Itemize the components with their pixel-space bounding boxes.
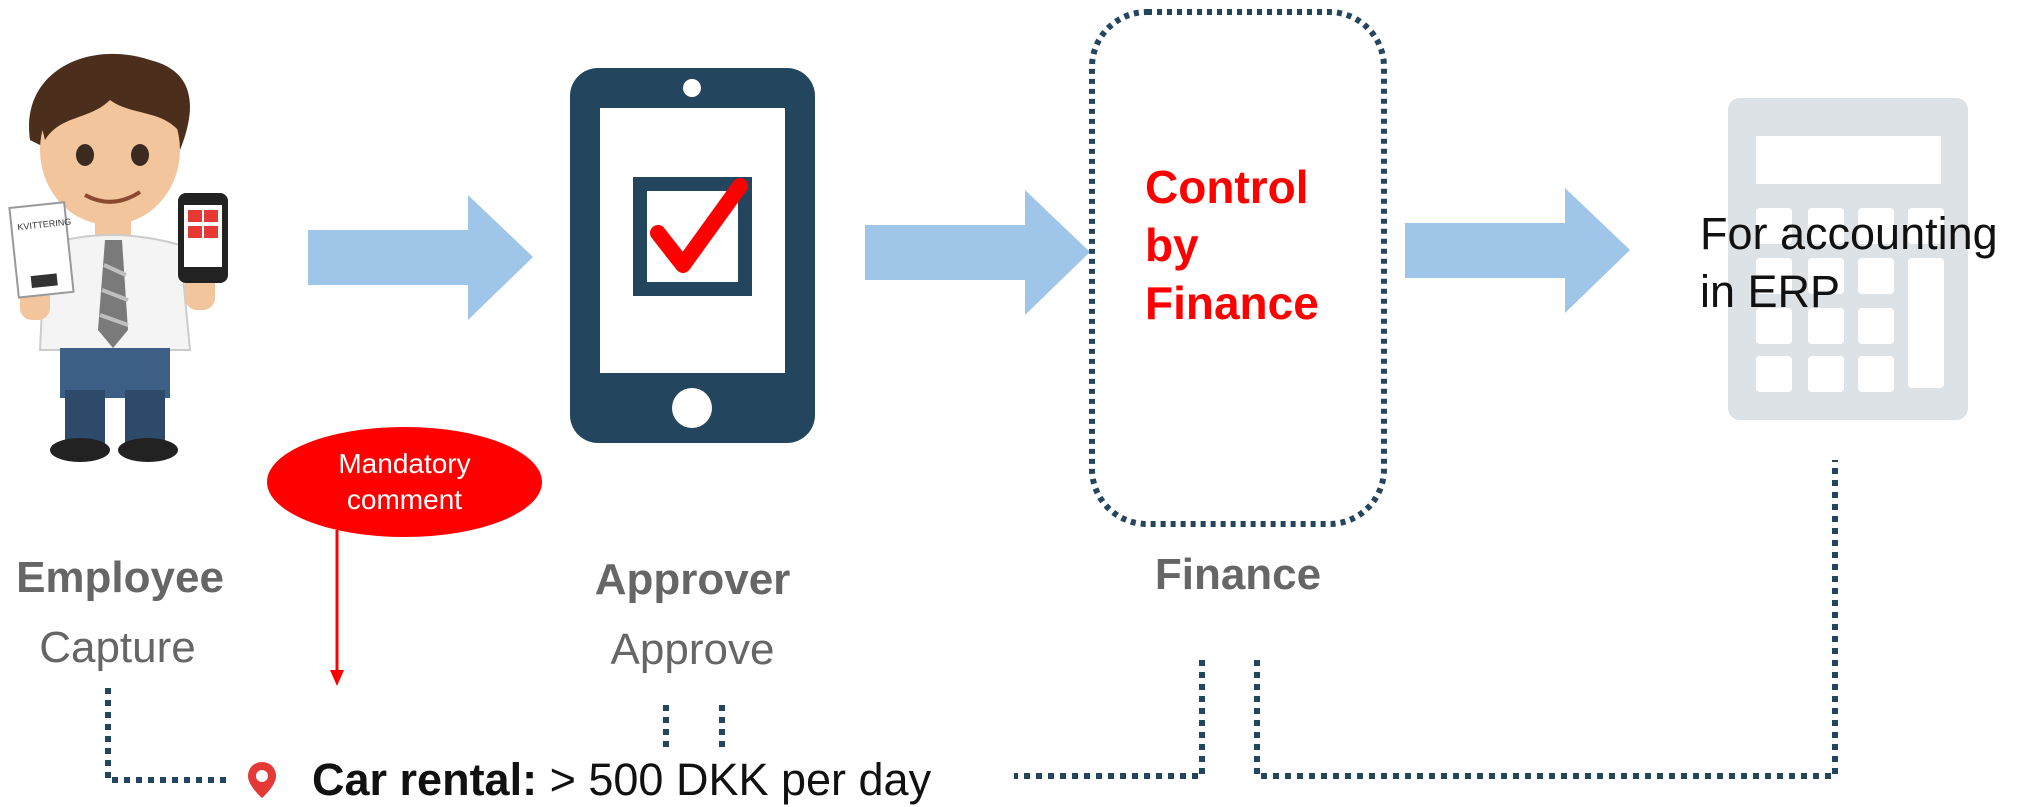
map-pin-icon (248, 762, 276, 798)
car-rental-rule: Car rental: > 500 DKK per day (248, 754, 932, 805)
employee-pants (60, 348, 170, 398)
flow-arrow-2 (865, 190, 1090, 315)
car-rental-value: > 500 DKK per day (537, 754, 932, 805)
employee-subtitle: Capture (39, 623, 196, 672)
approver-subtitle: Approve (610, 625, 775, 674)
employee-title: Employee (16, 553, 224, 602)
checkmark-icon (650, 178, 748, 273)
calculator-icon (1728, 98, 1968, 420)
receipt-icon (8, 201, 75, 299)
finance-control-text: Control by Finance (1145, 161, 1319, 329)
approver-phone-icon (570, 68, 815, 443)
flow-arrow-3 (1405, 188, 1630, 313)
finance-title: Finance (1154, 550, 1322, 599)
employee-illustration: KVITTERING (8, 53, 228, 462)
flow-arrow-1 (308, 195, 533, 320)
finance-control-box (1089, 9, 1387, 527)
car-rental-label: Car rental: (312, 754, 538, 805)
callout-arrow (330, 530, 344, 686)
erp-text: For accounting in ERP (1700, 208, 1998, 317)
approver-title: Approver (594, 555, 791, 604)
mandatory-comment-bubble: Mandatory comment (267, 427, 542, 537)
